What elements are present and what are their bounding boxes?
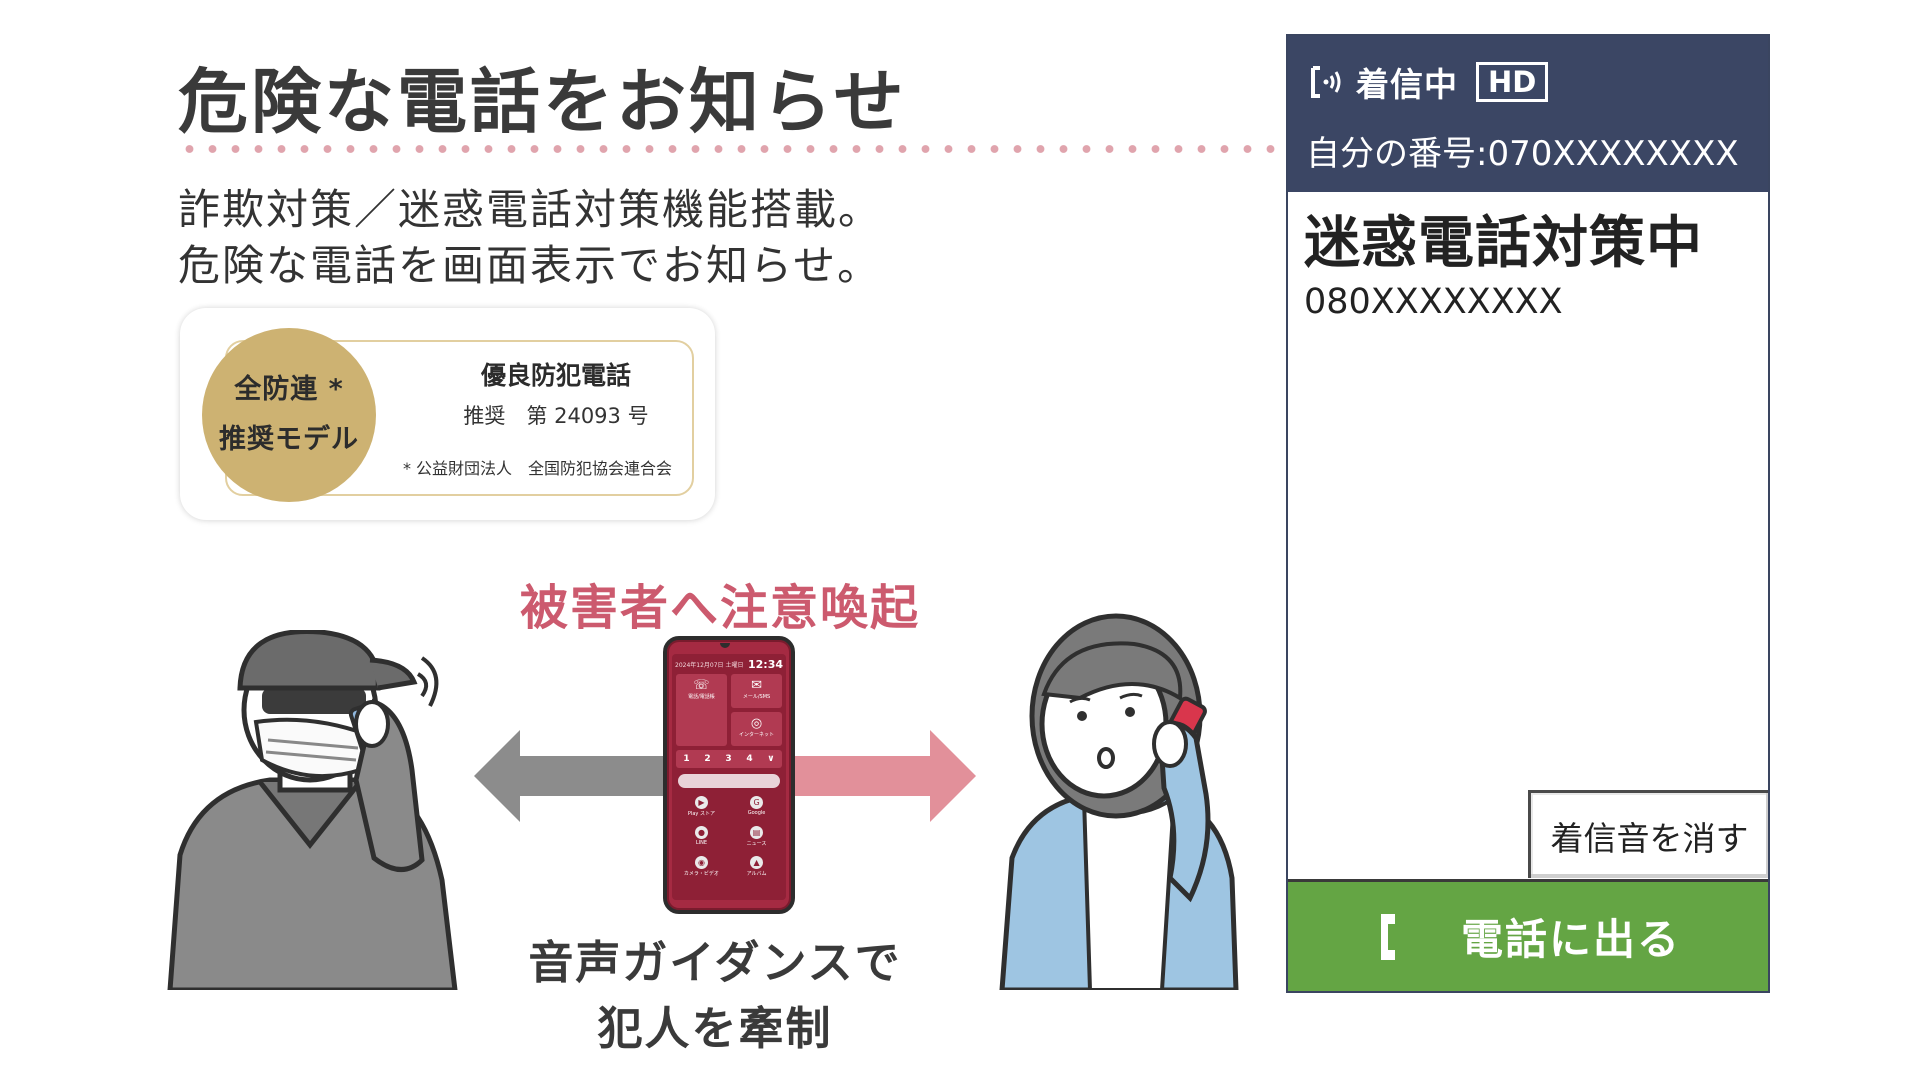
phone-dial-keys: 1 2 3 4 ∨ [676,750,782,768]
mail-icon: ✉ [751,678,763,693]
app-label: ニュース [746,841,767,847]
certification-card: 全防連 * 推奨モデル 優良防犯電話 推奨 第 24093 号 * 公益財団法人… [180,308,715,520]
app-label: Google [747,810,766,816]
phone-clock: 12:34 [747,657,783,671]
signal-icon [1311,66,1341,98]
dial-key: 1 [683,754,690,764]
voice-guidance-label: 音声ガイダンスで 犯人を牽制 [470,930,960,1062]
phone-date: 2024年12月07日 土曜日 [675,661,744,669]
globe-icon: ◎ [750,716,763,731]
description-line-2: 危険な電話を画面表示でお知らせ。 [178,241,882,290]
phone-app: ◉ カメラ・ビデオ [676,854,727,880]
badge-line-1: 全防連 * [234,374,344,405]
arrow-right-icon [786,730,976,822]
phone-app: ▲ アルバム [731,854,782,880]
phone-status-bar: 2024年12月07日 土曜日 12:34 [675,656,783,672]
certification-organization: * 公益財団法人 全国防犯協会連合会 [402,459,673,478]
caller-number: 080XXXXXXXX [1304,282,1563,322]
phone-app-row: ●LINE ▤ ニュース [676,824,782,850]
mute-ringtone-button[interactable]: 着信音を消す [1528,790,1768,878]
app-label: LINE [695,840,708,846]
handset-icon [1380,913,1395,960]
answer-call-button[interactable]: 電話に出る [1288,879,1768,991]
call-status-row: 着信中 HD [1308,58,1549,106]
dial-key: 3 [725,754,732,764]
victim-illustration [999,613,1239,990]
badge-line-2: 推奨モデル [219,424,359,455]
answer-call-label: 電話に出る [1460,915,1681,964]
phone-app-row: ◉ カメラ・ビデオ ▲ アルバム [676,854,782,880]
dial-key: 4 [746,754,753,764]
certification-badge: 全防連 * 推奨モデル [202,328,376,502]
guidance-line-2: 犯人を牽制 [597,1002,833,1055]
phone-app: ▶ Play ストア [676,794,727,820]
camera-notch [720,643,730,648]
phone-app: ●LINE [676,824,727,850]
phone-tile-row: ☏ 電話/電話帳 ✉ メール/SMS ◎ インターネット [676,674,782,746]
incoming-call-screen: 着信中 HD 自分の番号:070XXXXXXXX 迷惑電話対策中 080XXXX… [1286,34,1770,993]
feature-description: 詐欺対策／迷惑電話対策機能搭載。 危険な電話を画面表示でお知らせ。 [178,182,882,294]
scammer-illustration [167,630,458,990]
phone-tile-label: インターネット [739,732,775,738]
phone-search-bar [678,774,780,788]
phone-tile-label: 電話/電話帳 [688,694,715,700]
play-store-icon: ▶ [694,796,708,809]
dotted-divider [178,144,1288,154]
google-icon: G [750,796,764,809]
description-line-1: 詐欺対策／迷惑電話対策機能搭載。 [178,185,883,234]
dial-key: ∨ [767,754,775,764]
phone-app: ▤ ニュース [731,824,782,850]
guidance-line-1: 音声ガイダンスで [528,936,902,989]
incoming-status: 着信中 [1356,65,1458,104]
camera-icon: ◉ [694,856,708,869]
app-label: カメラ・ビデオ [683,871,719,877]
victim-alert-label: 被害者へ注意喚起 [519,580,920,636]
my-number: 自分の番号:070XXXXXXXX [1306,134,1739,174]
certification-title: 優良防犯電話 [480,361,631,390]
phone-tile-mail: ✉ メール/SMS [731,674,782,708]
app-label: アルバム [746,871,767,877]
dial-key: 2 [704,754,711,764]
handset-icon: ☏ [693,678,710,693]
app-label: Play ストア [687,811,715,817]
smartphone-screen: 2024年12月07日 土曜日 12:34 ☏ 電話/電話帳 ✉ メール/SMS… [672,654,786,900]
arrow-left-icon [474,730,674,822]
certification-number: 推奨 第 24093 号 [463,404,649,428]
phone-tile-call: ☏ 電話/電話帳 [676,674,727,746]
call-header: 着信中 HD 自分の番号:070XXXXXXXX [1288,36,1768,192]
phone-tile-internet: ◎ インターネット [731,712,782,746]
hd-badge: HD [1476,62,1549,102]
spam-protection-label: 迷惑電話対策中 [1304,211,1703,276]
news-icon: ▤ [750,826,764,839]
line-icon: ● [694,826,708,839]
page-headline: 危険な電話をお知らせ [178,61,907,143]
smartphone-illustration: 2024年12月07日 土曜日 12:34 ☏ 電話/電話帳 ✉ メール/SMS… [663,636,795,914]
album-icon: ▲ [750,856,764,869]
phone-tile-label: メール/SMS [742,694,771,700]
